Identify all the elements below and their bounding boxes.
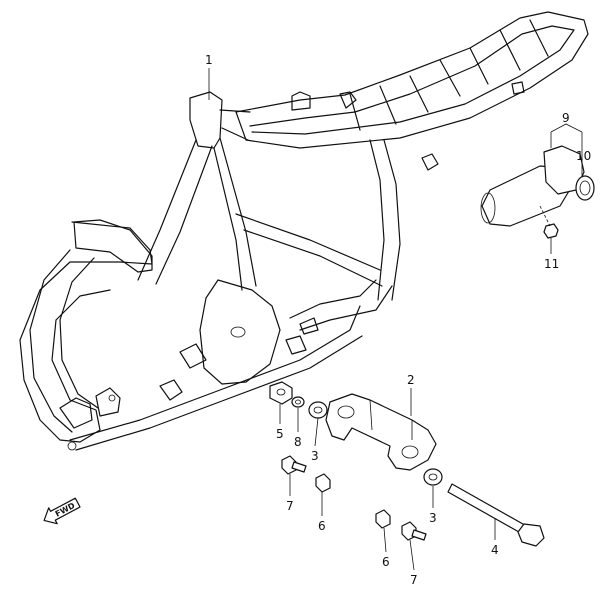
washer-body	[291, 396, 305, 408]
callout-10: 10	[576, 149, 591, 163]
callout-1: 1	[205, 53, 213, 67]
cushion-lower	[423, 468, 443, 486]
nut-body	[375, 509, 391, 529]
bracket-body	[325, 393, 437, 471]
callout-7a: 7	[286, 499, 294, 513]
engine-mount-hole	[230, 326, 246, 338]
callout-3a: 3	[311, 449, 319, 463]
callout-8: 8	[294, 435, 302, 449]
nut	[269, 381, 293, 405]
callout-9: 9	[562, 111, 570, 125]
bracket-edge	[369, 399, 413, 440]
rear-seat-tube	[369, 139, 401, 301]
starter-seal-ring	[575, 175, 595, 201]
callout-labels: 1 2 3 3 4 5 6 6 7 7 8 9 10 11	[205, 53, 591, 587]
starter-seal-hole	[579, 180, 591, 196]
leader-6b	[383, 527, 387, 553]
washer-hole	[295, 399, 301, 405]
long-mount-bolt	[447, 483, 545, 547]
frame-mount-bolt	[67, 441, 77, 451]
leader-7b	[409, 539, 415, 571]
rear-rack-inner-rail	[249, 25, 575, 135]
front-down-tube-right	[213, 137, 257, 291]
leader-lines	[208, 68, 583, 571]
bolt-shaft	[411, 529, 427, 541]
front-bumper-inner	[29, 249, 99, 433]
callout-6b: 6	[382, 555, 390, 569]
nut-body	[315, 473, 331, 493]
bolt-guide-line	[539, 205, 551, 227]
callout-4: 4	[491, 543, 499, 557]
top-tube	[219, 109, 251, 141]
rear-lower-loop	[289, 279, 393, 331]
callout-2: 2	[407, 373, 415, 387]
rack-cross-members	[349, 19, 549, 131]
starter-motor-assembly	[480, 145, 595, 239]
front-mount-bolt	[108, 394, 116, 402]
starter-mount-bolt	[543, 223, 559, 239]
main-frame	[19, 11, 589, 451]
cushion-body	[423, 468, 443, 486]
bolt-shaft	[291, 461, 307, 473]
front-bumper-outer	[19, 221, 153, 443]
callout-6a: 6	[318, 519, 326, 533]
nut-6-upper	[315, 473, 331, 493]
front-bracket-plate	[73, 219, 153, 273]
bolt-head	[517, 523, 545, 547]
leader-9	[550, 123, 583, 133]
engine-mount-plate	[199, 279, 281, 385]
callout-7b: 7	[410, 573, 418, 587]
forward-arrow-shape	[43, 497, 81, 525]
washer	[291, 396, 305, 408]
rear-rack-outer-rail	[235, 11, 589, 149]
bracket-hole-rear	[401, 445, 419, 459]
bracket-hole-front	[337, 405, 355, 419]
lower-front-tube	[69, 305, 363, 451]
front-down-tube-left	[137, 139, 213, 285]
footrest-brackets	[59, 379, 183, 429]
bolt-head	[281, 455, 297, 475]
rack-tabs	[291, 81, 525, 171]
leader-3a	[314, 417, 319, 447]
nut-body	[269, 381, 293, 405]
nut-6-lower	[375, 509, 391, 529]
cushion-upper	[308, 401, 328, 419]
forward-arrow-icon: FWD	[43, 497, 81, 525]
callout-3b: 3	[429, 511, 437, 525]
cushion-body	[308, 401, 328, 419]
callout-11: 11	[544, 257, 559, 271]
bolt-shaft	[447, 483, 531, 537]
steering-head	[189, 91, 223, 149]
cushion-hole	[428, 473, 438, 481]
bolt-7-lower	[401, 521, 427, 541]
starter-end-cap	[480, 192, 496, 224]
callout-5: 5	[276, 427, 284, 441]
middle-cross-tube	[235, 213, 383, 287]
cushion-hole	[313, 406, 323, 414]
bolt-7-upper	[281, 455, 307, 475]
nut-hole	[276, 388, 286, 396]
mount-tabs	[179, 317, 319, 369]
engine-mount-bracket	[325, 393, 437, 471]
